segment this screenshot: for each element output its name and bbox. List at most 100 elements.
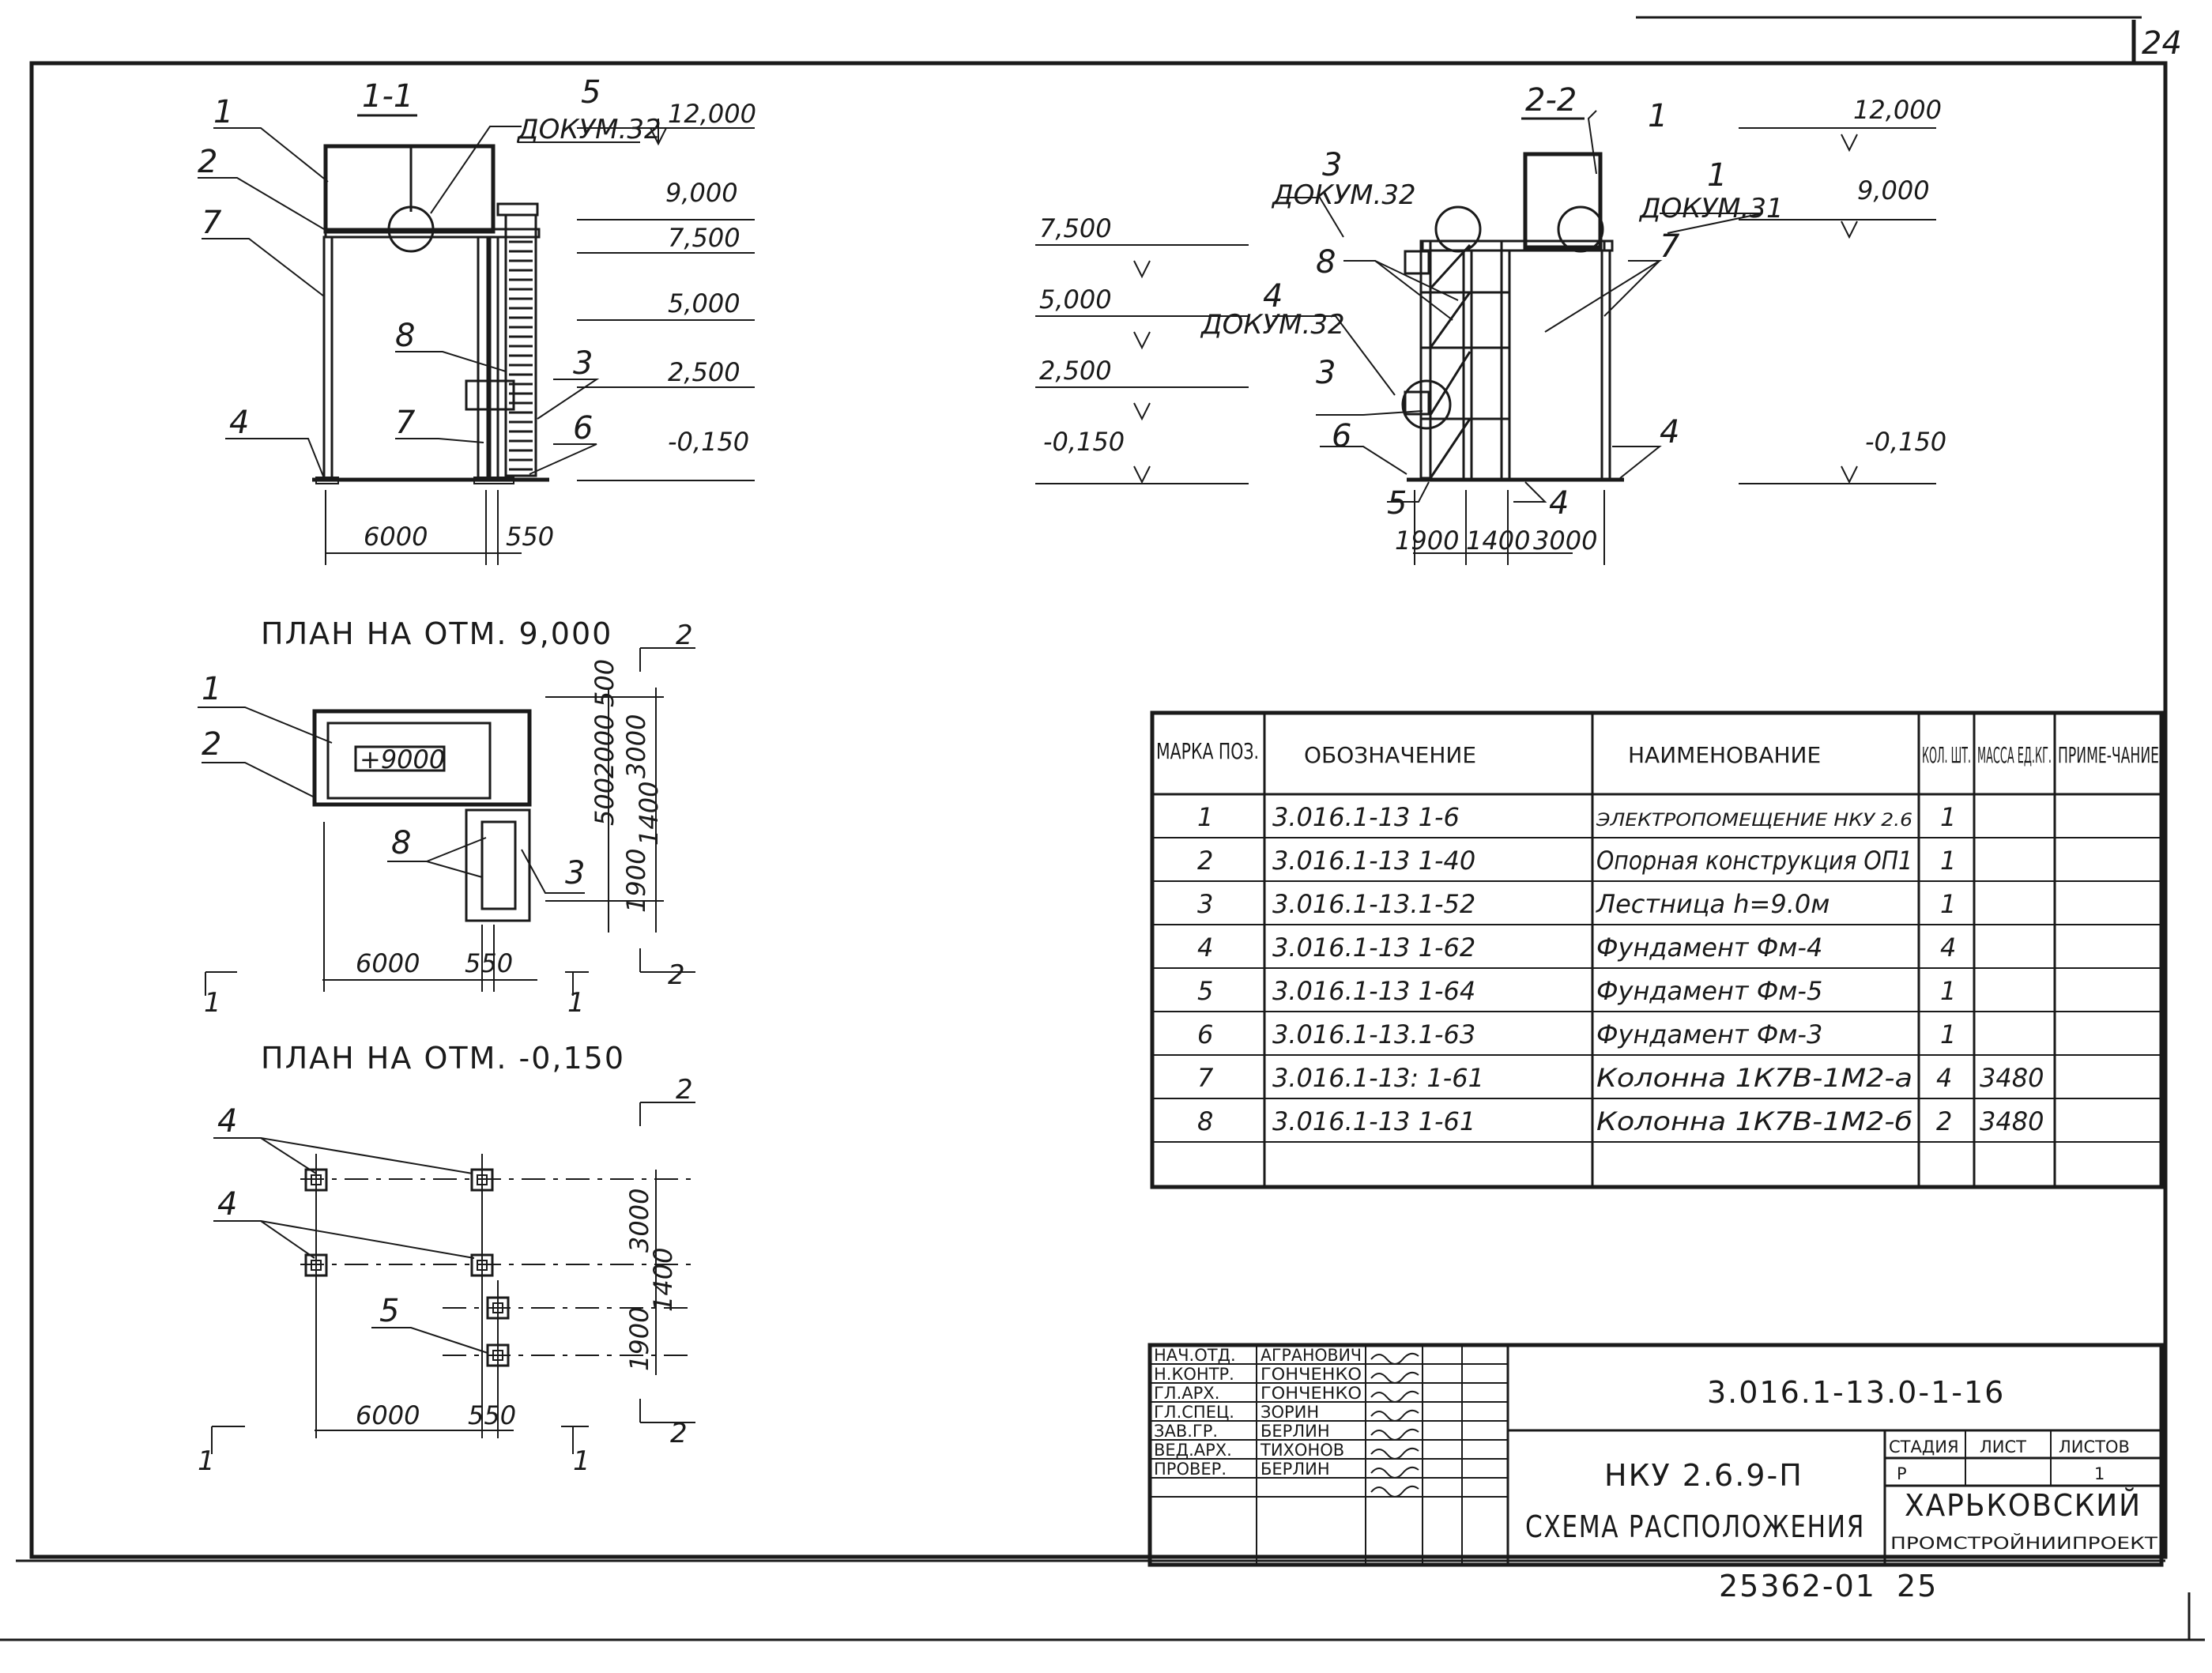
level-5000: 5,000 [668, 288, 740, 318]
cut-mark-2: 2 [668, 959, 685, 991]
note-4-ref: ДОКУМ.32 [1200, 309, 1345, 341]
level-minus-0150: -0,150 [668, 427, 749, 457]
callout-8: 8 [395, 318, 415, 354]
dim-500: 500 [590, 659, 620, 707]
signature-role: ГЛ.СПЕЦ. [1154, 1403, 1234, 1422]
callout-1: 1 [202, 671, 221, 707]
table-cell-mark: 2 [1197, 846, 1213, 876]
table-cell-name: Фундамент Фм-5 [1596, 976, 1822, 1006]
callout-4: 4 [229, 405, 249, 441]
table-cell-mark: 1 [1197, 802, 1213, 832]
table-cell-qty: 1 [1940, 802, 1956, 832]
dim-1400: 1400 [1466, 526, 1530, 556]
level-tag-9000: +9000 [360, 744, 445, 774]
signature-role: ПРОВЕР. [1154, 1460, 1227, 1479]
dim-1900: 1900 [621, 849, 651, 913]
cut-mark-1: 1 [198, 1445, 215, 1477]
callout-5: 5 [379, 1293, 399, 1329]
table-cell-designation: 3.016.1-13 1-61 [1272, 1106, 1475, 1136]
callout-5: 5 [1387, 485, 1407, 522]
callout-2: 2 [198, 144, 217, 180]
callout-6: 6 [1332, 418, 1351, 454]
stage-value: Р [1897, 1464, 1907, 1483]
level-9000: 9,000 [665, 178, 738, 208]
level-12000: 12,000 [668, 99, 756, 129]
cut-mark-1: 1 [567, 987, 585, 1019]
table-cell-mass: 3480 [1980, 1106, 2044, 1136]
level-minus-0150: -0,150 [1043, 427, 1125, 457]
header-mass: МАССА ЕД.КГ. [1977, 742, 2052, 768]
callout-2: 2 [202, 726, 221, 763]
org-line-1: ХАРЬКОВСКИЙ [1905, 1488, 2142, 1523]
table-cell-designation: 3.016.1-13.1-63 [1272, 1019, 1475, 1049]
level-minus-0150: -0,150 [1865, 427, 1946, 457]
table-cell-qty: 1 [1940, 1019, 1956, 1049]
level-9000: 9,000 [1857, 175, 1930, 205]
table-cell-mark: 8 [1197, 1106, 1213, 1136]
signature-name: БЕРЛИН [1261, 1460, 1330, 1479]
level-5000: 5,000 [1039, 284, 1112, 315]
table-cell-mark: 7 [1197, 1063, 1214, 1093]
callout-3: 3 [565, 855, 585, 891]
signature-name: ЗОРИН [1261, 1403, 1319, 1422]
cut-mark-1: 1 [204, 987, 221, 1019]
table-cell-qty: 1 [1940, 846, 1956, 876]
section-2-2: 2-2 [1272, 82, 1763, 565]
callout-8: 8 [391, 825, 411, 861]
callout-1: 1 [213, 94, 233, 130]
cut-mark-1: 1 [573, 1445, 590, 1477]
title-block [1147, 1343, 2164, 1567]
note-4: 4 [1263, 278, 1283, 315]
dim-3000: 3000 [1533, 526, 1597, 556]
plan-0150 [211, 1102, 695, 1454]
header-qty: КОЛ. ШТ. [1922, 742, 1971, 768]
callout-6: 6 [573, 410, 593, 447]
spec-table [1150, 710, 2164, 1189]
dim-550: 550 [468, 1400, 516, 1430]
table-cell-mark: 6 [1197, 1019, 1213, 1049]
note-5-ref: ДОКУМ.32 [516, 114, 661, 145]
signature-role: ВЕД.АРХ. [1154, 1441, 1232, 1460]
dim-1400: 1400 [634, 782, 664, 846]
dim-3000: 3000 [621, 714, 651, 778]
note-3-ref: ДОКУМ.32 [1271, 179, 1416, 211]
header-mark: МАРКА ПОЗ. [1156, 738, 1259, 764]
document-code: 3.016.1-13.0-1-16 [1707, 1375, 2005, 1410]
level-2500: 2,500 [668, 357, 740, 387]
table-cell-mark: 5 [1197, 976, 1213, 1006]
callout-4: 4 [217, 1186, 237, 1223]
signature-role: ЗАВ.ГР. [1154, 1422, 1218, 1441]
table-cell-designation: 3.016.1-13: 1-61 [1272, 1063, 1484, 1093]
plan-0150-title: ПЛАН НА ОТМ. -0,150 [261, 1041, 625, 1076]
table-cell-name: Лестница h=9.0м [1596, 889, 1830, 919]
callout-4: 4 [1660, 414, 1679, 450]
callout-8: 8 [1316, 244, 1336, 281]
header-name: НАИМЕНОВАНИЕ [1628, 742, 1821, 768]
note-1: 1 [1707, 157, 1727, 194]
sheet-name: СХЕМА РАСПОЛОЖЕНИЯ [1525, 1509, 1865, 1544]
table-cell-qty: 4 [1936, 1063, 1952, 1093]
cut-mark-2: 2 [676, 1074, 693, 1106]
dim-6000: 6000 [356, 948, 420, 978]
signature-name: БЕРЛИН [1261, 1422, 1330, 1441]
dim-550: 550 [506, 522, 554, 552]
table-cell-designation: 3.016.1-13 1-64 [1272, 976, 1475, 1006]
signature-role: Н.КОНТР. [1154, 1365, 1234, 1384]
org-line-2: ПРОМСТРОЙНИИПРОЕКТ [1890, 1533, 2157, 1553]
dim-1400: 1400 [648, 1248, 678, 1312]
callout-4: 4 [1549, 485, 1569, 522]
dim-3000: 3000 [624, 1189, 654, 1253]
signature-name: ГОНЧЕНКО [1261, 1365, 1362, 1384]
note-5: 5 [581, 74, 601, 111]
section-1-1-title: 1-1 [362, 78, 413, 115]
footer-page: 25 [1897, 1569, 1938, 1603]
table-cell-name: Колонна 1К7В-1М2-а [1596, 1063, 1912, 1093]
dim-500: 500 [590, 778, 620, 826]
section-1-1: 1-1 [198, 78, 600, 565]
table-cell-designation: 3.016.1-13 1-40 [1272, 846, 1475, 876]
dim-6000: 6000 [356, 1400, 420, 1430]
table-cell-mark: 4 [1197, 933, 1213, 963]
cut-mark-2: 2 [670, 1418, 688, 1449]
signature-role: ГЛ.АРХ. [1154, 1384, 1219, 1403]
